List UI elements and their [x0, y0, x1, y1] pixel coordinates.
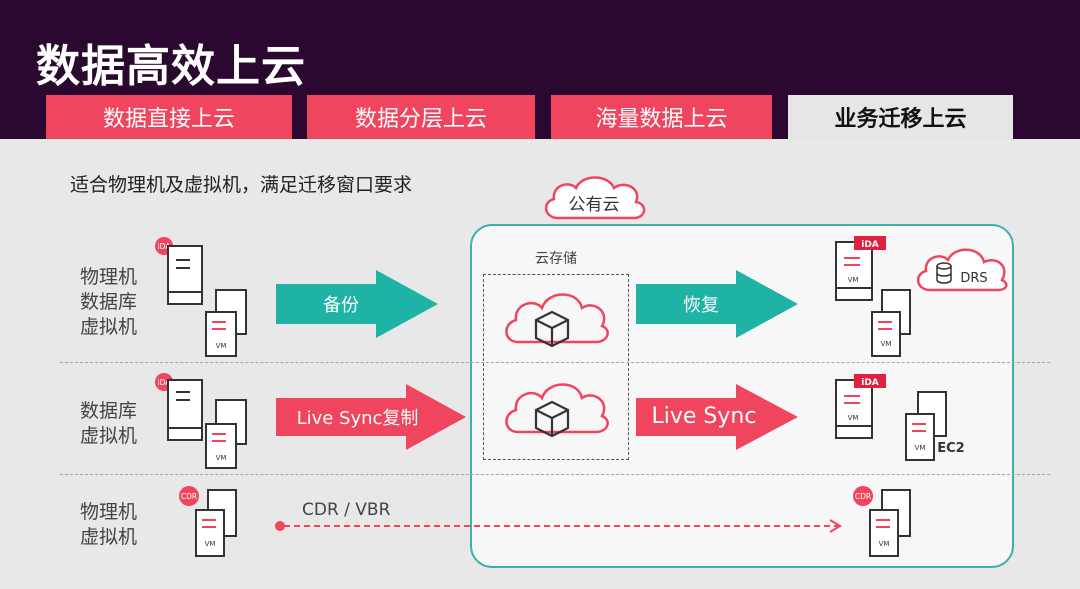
svg-text:CDR: CDR [855, 492, 871, 501]
svg-text:DRS: DRS [960, 271, 987, 286]
live-sync-label: Live Sync [651, 403, 757, 429]
backup-arrow [276, 270, 438, 338]
vm-server-icon [871, 311, 901, 357]
vm-server-icon [905, 413, 935, 461]
cdr-vbr-label: CDR / VBR [302, 500, 391, 520]
live-sync-replicate-arrow [276, 384, 466, 450]
subtitle: 适合物理机及虚拟机，满足迁移窗口要求 [70, 174, 413, 196]
row-divider [60, 362, 1050, 363]
public-cloud-label: 公有云 [569, 195, 620, 215]
row-3-label: 物理机虚拟机 [80, 501, 138, 548]
cdr-badge [179, 486, 199, 506]
row-2-source-servers: iDA VM [155, 373, 247, 469]
row-2-label: 数据库虚拟机 [80, 400, 138, 447]
public-cloud-badge: 公有云 [545, 176, 646, 220]
tab-business-migration[interactable]: 业务迁移上云 [788, 95, 1013, 139]
row-1-source-servers: iDA VM [155, 237, 247, 357]
svg-text:EC2: EC2 [937, 441, 964, 456]
cloud-storage-label: 云存储 [535, 251, 577, 267]
page-title: 数据高效上云 [36, 41, 306, 92]
row-3-target-servers: CDR VM [853, 486, 911, 557]
svg-text:iDA: iDA [861, 378, 879, 388]
svg-text:VM: VM [848, 414, 859, 422]
cloud-server-icon [835, 379, 873, 439]
tab-tiered-cloud[interactable]: 数据分层上云 [307, 95, 535, 139]
cdr-badge [853, 486, 873, 506]
svg-text:iDA: iDA [158, 242, 172, 251]
cloud-storage-icon-2 [505, 383, 609, 438]
cube-icon [534, 400, 570, 438]
svg-text:VM: VM [216, 454, 227, 462]
tab-direct-cloud[interactable]: 数据直接上云 [46, 95, 292, 139]
svg-text:iDA: iDA [861, 240, 879, 250]
live-sync-replicate-label: Live Sync复制 [296, 408, 419, 429]
cdr-vbr-dashed-arrow [275, 519, 842, 533]
row-divider [60, 474, 1050, 475]
row-3-source-servers: CDR VM [179, 486, 237, 557]
row-1-label: 物理机数据库虚拟机 [80, 266, 138, 338]
svg-text:CDR: CDR [181, 492, 197, 501]
restore-arrow [636, 270, 798, 338]
physical-server-icon [167, 379, 203, 441]
svg-text:VM: VM [205, 540, 216, 548]
cube-icon [534, 310, 570, 348]
row-2-target-servers: iDA VM VM EC2 [835, 374, 965, 461]
drs-cloud-icon: DRS [917, 248, 1008, 292]
svg-text:VM: VM [848, 276, 859, 284]
cloud-storage-icon-1 [505, 293, 609, 348]
restore-label: 恢复 [683, 295, 719, 316]
svg-text:VM: VM [879, 540, 890, 548]
live-sync-arrow [636, 384, 798, 450]
physical-server-icon [167, 245, 203, 305]
row-1-target-servers: iDA VM VM DRS [835, 236, 1008, 357]
cloud-server-icon [835, 241, 873, 301]
tab-mass-data-cloud[interactable]: 海量数据上云 [551, 95, 772, 139]
svg-text:iDA: iDA [158, 378, 172, 387]
svg-text:VM: VM [216, 342, 227, 350]
backup-label: 备份 [323, 295, 359, 316]
svg-text:VM: VM [881, 340, 892, 348]
svg-text:VM: VM [915, 444, 926, 452]
